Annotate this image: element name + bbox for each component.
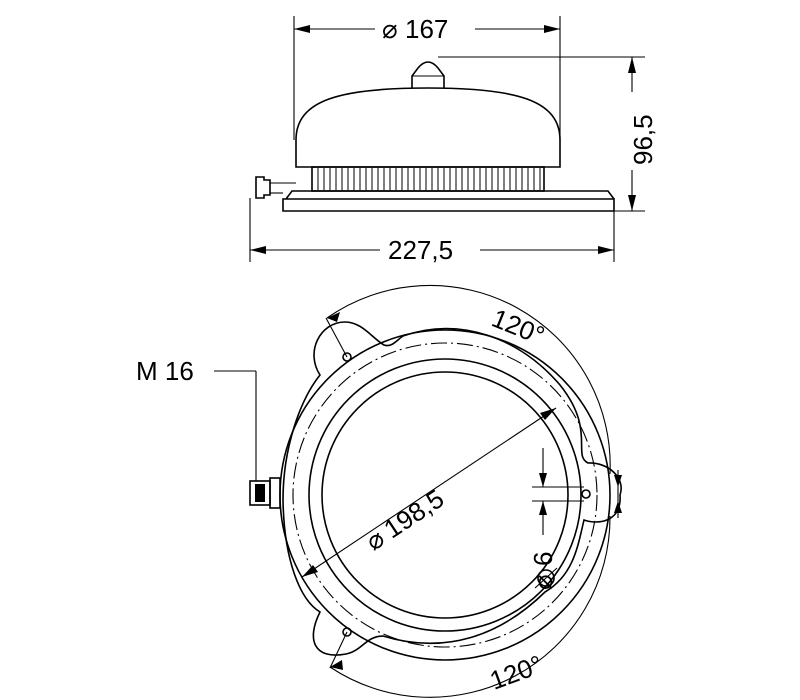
arrow-lug-bottom xyxy=(614,501,622,513)
top-knob xyxy=(411,61,445,88)
dim-label-96: 96,5 xyxy=(628,114,658,165)
outer-circle xyxy=(279,329,611,661)
thread-label: M 16 xyxy=(136,356,194,386)
bolt-circle xyxy=(292,342,598,648)
arrow-167-left xyxy=(294,25,310,33)
top-view: M 16 ⌀ 198,5 6 ⌀ 120° 120° xyxy=(136,284,622,698)
inner-ring xyxy=(308,358,582,632)
arrow-227-right xyxy=(598,246,614,254)
arrow-227-left xyxy=(250,246,266,254)
arc-lower-ext xyxy=(329,631,348,669)
gland-nut xyxy=(255,484,265,502)
arrow-96-bottom xyxy=(628,195,636,211)
side-gland-body xyxy=(269,477,281,509)
hole-6-leader xyxy=(534,567,558,589)
cooling-ribs xyxy=(317,168,541,190)
arrow-6-top xyxy=(539,473,547,487)
arrow-120-lower xyxy=(330,660,343,670)
angle-label-upper: 120° xyxy=(488,303,549,351)
base-flange xyxy=(285,190,615,200)
arrow-96-top xyxy=(628,57,636,73)
mount-hole-top xyxy=(342,352,352,362)
dim-label-6: 6 xyxy=(528,552,558,566)
arrow-lug-top xyxy=(614,475,622,487)
arrow-198-right xyxy=(540,408,556,420)
arrow-167-right xyxy=(544,25,560,33)
angle-label-lower: 120° xyxy=(486,649,547,696)
arrow-198-left xyxy=(302,565,318,577)
diameter-symbol-6: ⌀ xyxy=(528,574,558,590)
arrow-120-upper xyxy=(327,312,340,322)
diameter-symbol-167: ⌀ xyxy=(382,14,398,44)
dim-198-label-group: ⌀ 198,5 xyxy=(360,483,449,556)
dome xyxy=(295,87,561,168)
flange-outline xyxy=(282,321,622,656)
center-circle xyxy=(321,371,569,619)
dim-label-198: 198,5 xyxy=(378,483,449,544)
cable-gland xyxy=(255,176,271,199)
arc-upper-ext xyxy=(325,317,348,358)
mount-hole-bottom xyxy=(342,627,352,637)
base-plate xyxy=(282,198,615,212)
rib-section xyxy=(311,166,545,192)
arrow-6-bottom xyxy=(539,501,547,515)
arc-120-upper xyxy=(326,284,611,475)
dim-line-198 xyxy=(301,407,557,578)
dim-label-227: 227,5 xyxy=(388,235,453,265)
dim-label-167: 167 xyxy=(405,14,448,44)
arc-120-lower xyxy=(329,515,611,698)
mount-hole-right xyxy=(581,489,591,499)
side-view: ⌀ 167 96,5 227,5 xyxy=(249,14,658,265)
hole-6 xyxy=(537,569,555,587)
